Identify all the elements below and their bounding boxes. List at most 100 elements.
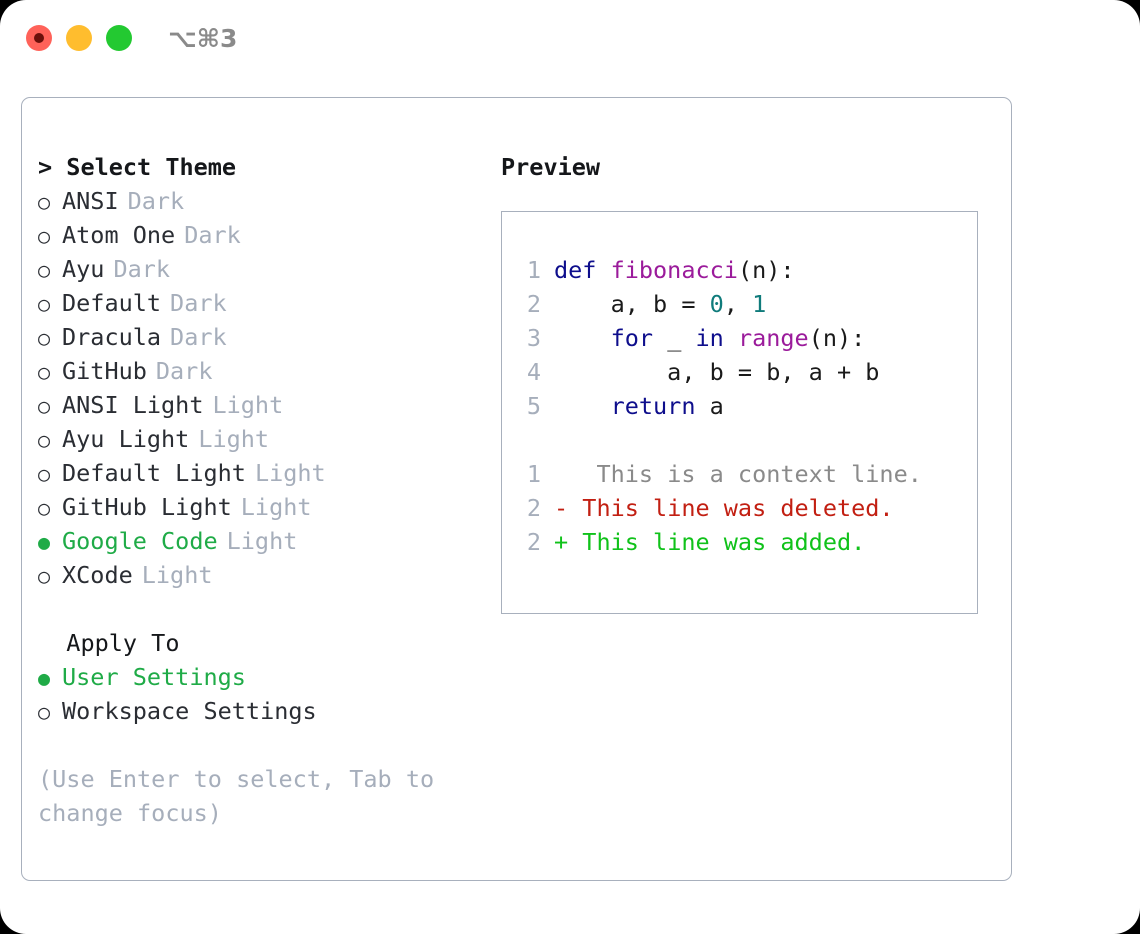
theme-option-badge: Light	[198, 425, 270, 453]
code-token: 0	[709, 290, 724, 318]
code-token: a, b = b, a + b	[554, 358, 880, 386]
radio-selected-icon: ●	[38, 530, 51, 554]
line-number: 2	[526, 494, 541, 522]
apply-to-list[interactable]: ● User Settings ○ Workspace Settings	[38, 660, 498, 728]
radio-unselected-icon: ○	[38, 292, 51, 316]
theme-option-badge: Light	[254, 459, 326, 487]
minimize-button[interactable]	[66, 25, 92, 51]
theme-option-ayu[interactable]: ○ Ayu Dark	[38, 252, 498, 286]
radio-unselected-icon: ○	[38, 224, 51, 248]
maximize-button[interactable]	[106, 25, 132, 51]
line-number: 1	[526, 256, 541, 284]
radio-unselected-icon: ○	[38, 564, 51, 588]
code-line: 4 a, b = b, a + b	[519, 355, 922, 389]
theme-option-label: Ayu Light	[62, 425, 190, 453]
theme-option-label: ANSI	[62, 187, 119, 215]
radio-unselected-icon: ○	[38, 360, 51, 384]
theme-option-label: Dracula	[62, 323, 162, 351]
theme-option-badge: Dark	[127, 187, 185, 215]
theme-option-ansi[interactable]: ○ ANSI Dark	[38, 184, 498, 218]
theme-option-google-code[interactable]: ● Google Code Light	[38, 524, 498, 558]
hint-spacer	[38, 728, 498, 762]
code-token	[724, 324, 738, 352]
theme-option-github[interactable]: ○ GitHub Dark	[38, 354, 498, 388]
code-token: (n):	[808, 324, 866, 352]
theme-option-badge: Light	[226, 527, 298, 555]
theme-option-badge: Light	[212, 391, 284, 419]
radio-unselected-icon: ○	[38, 700, 51, 724]
theme-option-label: Ayu	[62, 255, 105, 283]
code-token: for	[610, 324, 654, 352]
diff-sign	[554, 460, 568, 488]
theme-option-label: GitHub Light	[62, 493, 232, 521]
code-token: 1	[752, 290, 767, 318]
code-token: fibonacci	[610, 256, 738, 284]
theme-option-badge: Light	[240, 493, 312, 521]
theme-option-badge: Dark	[184, 221, 241, 249]
radio-selected-icon: ●	[38, 666, 51, 690]
diff-text: This line was deleted.	[568, 494, 894, 522]
theme-option-badge: Dark	[113, 255, 171, 283]
code-token	[554, 392, 611, 420]
theme-option-badge: Dark	[155, 357, 213, 385]
theme-option-atom-one[interactable]: ○ Atom One Dark	[38, 218, 498, 252]
radio-unselected-icon: ○	[38, 258, 51, 282]
code-line: 3 for _ in range(n):	[519, 321, 922, 355]
title-bar: ⌥⌘3	[0, 0, 1140, 78]
theme-option-label: GitHub	[62, 357, 147, 385]
theme-option-badge: Light	[141, 561, 213, 589]
code-token	[554, 324, 611, 352]
apply-option-user-settings[interactable]: ● User Settings	[38, 660, 498, 694]
theme-option-xcode[interactable]: ○ XCode Light	[38, 558, 498, 592]
apply-option-label: Workspace Settings	[62, 697, 317, 725]
theme-option-label: Default Light	[62, 459, 246, 487]
theme-option-badge: Dark	[170, 289, 227, 317]
theme-option-label: Atom One	[62, 221, 176, 249]
preview-header: Preview	[501, 153, 601, 181]
code-token: a	[695, 392, 724, 420]
code-token: _	[653, 324, 696, 352]
keyboard-shortcut-label: ⌥⌘3	[168, 24, 238, 53]
theme-option-label: XCode	[62, 561, 133, 589]
radio-unselected-icon: ○	[38, 462, 51, 486]
apply-to-header: Apply To	[38, 629, 180, 657]
code-line: 1 def fibonacci(n):	[519, 253, 922, 287]
line-number: 1	[526, 460, 541, 488]
line-number: 5	[526, 392, 541, 420]
apply-option-workspace-settings[interactable]: ○ Workspace Settings	[38, 694, 498, 728]
code-diff-separator	[519, 423, 922, 457]
diff-sign: -	[554, 494, 569, 522]
code-token: def	[554, 256, 611, 284]
code-token: a, b =	[554, 290, 710, 318]
theme-option-default-light[interactable]: ○ Default Light Light	[38, 456, 498, 490]
line-number: 3	[526, 324, 541, 352]
section-spacer	[38, 592, 498, 626]
theme-option-ansi-light[interactable]: ○ ANSI Light Light	[38, 388, 498, 422]
window-controls	[26, 25, 132, 51]
theme-option-label: Google Code	[62, 527, 218, 555]
theme-option-label: ANSI Light	[62, 391, 204, 419]
select-theme-header: > Select Theme	[38, 153, 237, 181]
diff-line: 1 This is a context line.	[519, 457, 922, 491]
line-number: 2	[526, 528, 541, 556]
radio-unselected-icon: ○	[38, 190, 51, 214]
code-token: return	[610, 392, 696, 420]
apply-option-label: User Settings	[62, 663, 246, 691]
line-number: 4	[526, 358, 541, 386]
line-number: 2	[526, 290, 541, 318]
code-token: range	[737, 324, 809, 352]
code-token: in	[695, 324, 724, 352]
radio-unselected-icon: ○	[38, 394, 51, 418]
close-button[interactable]	[26, 25, 52, 51]
code-token: (n):	[737, 256, 795, 284]
